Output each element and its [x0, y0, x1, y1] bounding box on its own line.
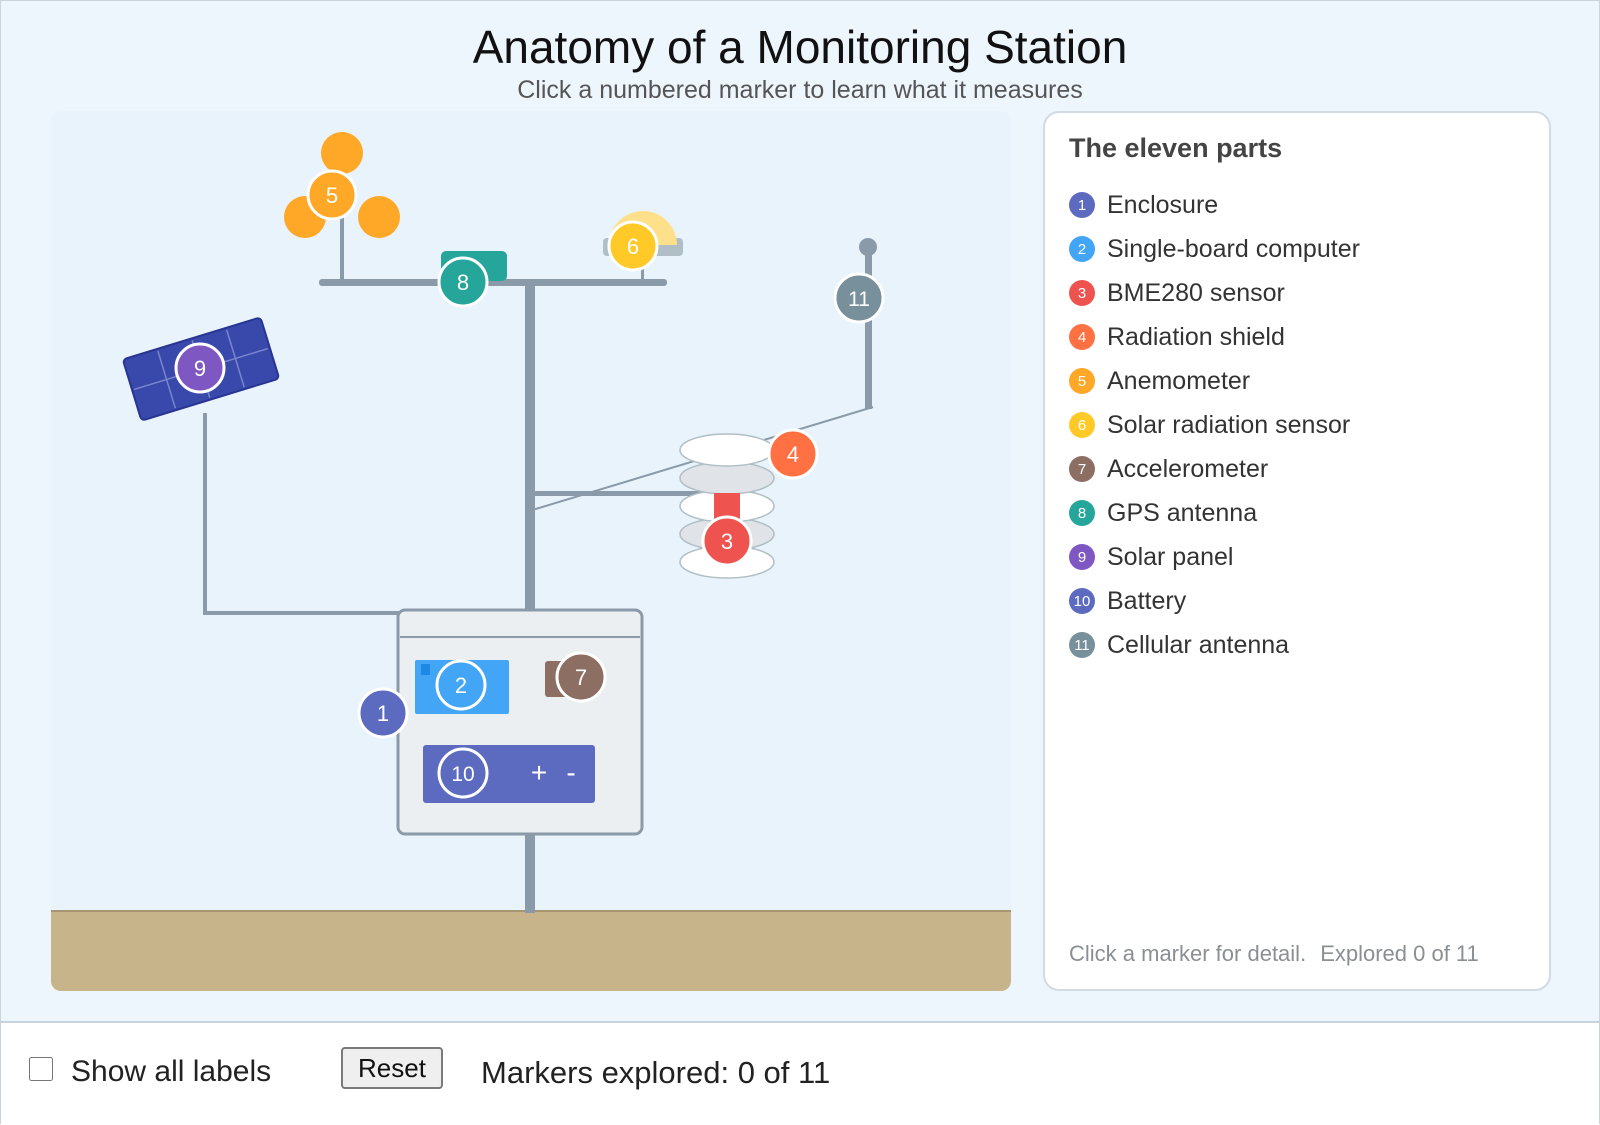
part-item-3[interactable]: 3 BME280 sensor [1069, 271, 1360, 315]
marker-circle[interactable] [767, 428, 819, 480]
marker-10[interactable]: 10 [437, 747, 489, 799]
marker-circle[interactable] [306, 169, 358, 221]
marker-number: 8 [457, 270, 469, 295]
part-item-6[interactable]: 6 Solar radiation sensor [1069, 403, 1360, 447]
marker-11[interactable]: 11 [833, 272, 885, 324]
page-subtitle: Click a numbered marker to learn what it… [517, 76, 1083, 104]
show-labels-label[interactable]: Show all labels [71, 1055, 272, 1088]
cellular-antenna-icon [859, 238, 877, 409]
marker-7[interactable]: 7 [555, 651, 607, 703]
marker-5[interactable]: 5 [306, 169, 358, 221]
part-number-badge: 2 [1069, 236, 1095, 262]
marker-circle[interactable] [437, 256, 489, 308]
marker-number: 1 [377, 701, 389, 726]
part-number-badge: 11 [1069, 632, 1095, 658]
part-item-7[interactable]: 7 Accelerometer [1069, 447, 1360, 491]
part-item-11[interactable]: 11 Cellular antenna [1069, 623, 1360, 667]
marker-circle[interactable] [437, 747, 489, 799]
show-labels-checkbox[interactable] [29, 1057, 53, 1081]
part-number-badge: 6 [1069, 412, 1095, 438]
part-item-9[interactable]: 9 Solar panel [1069, 535, 1360, 579]
marker-layer: 1 2 3 4 5 6 7 8 9 10 11 [174, 169, 885, 799]
battery-minus: - [566, 757, 575, 788]
marker-number: 10 [451, 763, 474, 786]
marker-number: 3 [721, 529, 733, 554]
solar-panel-cable [203, 413, 405, 615]
panel-progress: Explored 0 of 11 [1320, 941, 1479, 966]
part-name: Battery [1107, 586, 1187, 615]
marker-circle[interactable] [555, 651, 607, 703]
part-name: Anemometer [1107, 366, 1251, 395]
marker-3[interactable]: 3 [701, 515, 753, 567]
part-number-badge: 1 [1069, 192, 1095, 218]
parts-panel: The eleven parts 1 Enclosure 2 Single-board… [1043, 111, 1551, 991]
part-name: Solar panel [1107, 542, 1234, 571]
part-name: BME280 sensor [1107, 278, 1285, 307]
parts-list: 1 Enclosure 2 Single-board computer 3 BME280 … [1069, 183, 1360, 667]
part-item-5[interactable]: 5 Anemometer [1069, 359, 1360, 403]
panel-footer: Click a marker for detail. Explored 0 of … [1069, 941, 1493, 967]
part-number-badge: 3 [1069, 280, 1095, 306]
marker-4[interactable]: 4 [767, 428, 819, 480]
marker-circle[interactable] [435, 659, 487, 711]
marker-6[interactable]: 6 [607, 220, 659, 272]
marker-8[interactable]: 8 [437, 256, 489, 308]
marker-number: 9 [194, 356, 206, 381]
part-number-badge: 10 [1069, 588, 1095, 614]
marker-1[interactable]: 1 [357, 687, 409, 739]
marker-number: 4 [787, 442, 799, 467]
part-item-1[interactable]: 1 Enclosure [1069, 183, 1360, 227]
marker-number: 11 [848, 288, 870, 311]
part-item-8[interactable]: 8 GPS antenna [1069, 491, 1360, 535]
marker-circle[interactable] [833, 272, 885, 324]
part-number-badge: 8 [1069, 500, 1095, 526]
marker-circle[interactable] [701, 515, 753, 567]
part-item-10[interactable]: 10 Battery [1069, 579, 1360, 623]
part-name: Accelerometer [1107, 454, 1269, 483]
marker-number: 7 [575, 665, 587, 690]
reset-button[interactable]: Reset [341, 1047, 443, 1089]
shield-arm [529, 491, 719, 496]
ground [51, 911, 1011, 991]
part-name: Single-board computer [1107, 234, 1360, 263]
control-bar: Show all labels Reset Markers explored: … [1, 1021, 1599, 1125]
part-item-2[interactable]: 2 Single-board computer [1069, 227, 1360, 271]
marker-number: 2 [455, 673, 467, 698]
part-number-badge: 7 [1069, 456, 1095, 482]
marker-circle[interactable] [174, 342, 226, 394]
crossarm [319, 279, 667, 286]
marker-number: 5 [326, 183, 338, 208]
battery-plus: + [531, 757, 547, 788]
part-number-badge: 9 [1069, 544, 1095, 570]
station-diagram: + - 1 2 3 4 5 6 7 8 9 10 11 [51, 111, 1011, 991]
explored-status: Markers explored: 0 of 11 [481, 1055, 831, 1090]
part-name: Solar radiation sensor [1107, 410, 1351, 439]
part-name: GPS antenna [1107, 498, 1258, 527]
part-number-badge: 5 [1069, 368, 1095, 394]
marker-9[interactable]: 9 [174, 342, 226, 394]
main-pole [525, 279, 535, 913]
enclosure-icon: + - [396, 608, 644, 836]
panel-title: The eleven parts [1069, 133, 1283, 163]
part-name: Radiation shield [1107, 322, 1285, 351]
part-name: Cellular antenna [1107, 630, 1290, 659]
page-title: Anatomy of a Monitoring Station [472, 21, 1128, 73]
marker-circle[interactable] [357, 687, 409, 739]
marker-2[interactable]: 2 [435, 659, 487, 711]
panel-hint: Click a marker for detail. [1069, 941, 1307, 966]
part-name: Enclosure [1107, 190, 1219, 219]
part-number-badge: 4 [1069, 324, 1095, 350]
part-item-4[interactable]: 4 Radiation shield [1069, 315, 1360, 359]
marker-number: 6 [627, 234, 639, 259]
marker-circle[interactable] [607, 220, 659, 272]
